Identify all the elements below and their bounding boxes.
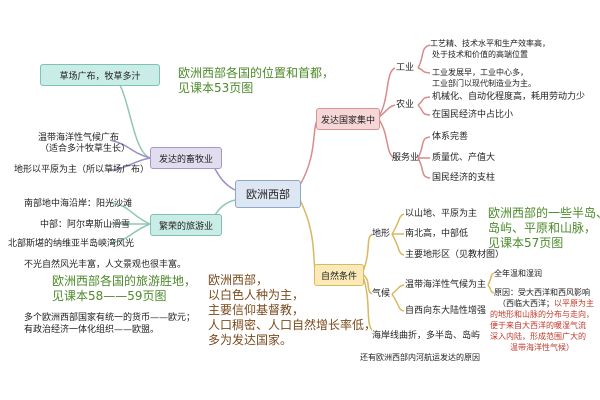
service-label: 服务业 <box>392 153 420 163</box>
service-item-1: 体系完善 <box>432 132 469 142</box>
agriculture-label: 农业 <box>396 100 415 110</box>
euro-line-1: 多个欧洲西部国家有统一的货币——欧元； <box>24 313 196 323</box>
industry-item-4: 工业部门以现代制造业为主。 <box>432 79 536 88</box>
euro-line-2: 有政治经济一体化组织——欧盟。 <box>24 325 160 335</box>
coast-item: 海岸线曲折，多半岛、岛屿 <box>372 331 481 341</box>
industry-label: 工业 <box>396 63 415 73</box>
reason-line-3: 地形以平原为主（所以草场广布） <box>14 165 150 175</box>
terrain-item-1: 以山地、平原为主 <box>405 209 478 219</box>
industry-item-3: 工业发展早，工业中心多， <box>432 68 528 77</box>
reason-detail-2: 的地形和山脉的分布与走向， <box>490 310 594 319</box>
climate-item-1: 温带海洋性气候为主 <box>405 280 487 290</box>
nature-node: 自然条件 <box>314 264 364 286</box>
reason-line-1: 温带海洋性气候广布 <box>38 133 120 143</box>
terrain-label: 地形 <box>372 229 391 239</box>
tourism-north: 北部斯堪的纳维亚半岛峡湾风光 <box>8 239 135 249</box>
tourism-node: 繁荣的旅游业 <box>150 214 222 236</box>
climate-item-2: 自西向东大陆性增强 <box>405 306 487 316</box>
terrain-item-3: 主要地形区（见教材图） <box>405 250 505 260</box>
note-tourist-sites: 欧洲西部各国的旅游胜地，见课本58——59页图 <box>52 274 197 303</box>
center-topic: 欧洲西部 <box>235 180 301 208</box>
reason-detail-5: 温带海洋性气候） <box>510 343 574 352</box>
climate-note-2: 原因：受大西洋和西风影响 <box>494 288 590 297</box>
reason-detail-4: 深入内陆，形成范围广大的 <box>490 332 586 341</box>
note-peninsulas: 欧洲西部的一些半岛、岛屿、平原和山脉，见课本57页图 <box>488 206 600 250</box>
note-positions: 欧洲西部各国的位置和首都，见课本53页图 <box>178 66 335 95</box>
industry-item-1: 工艺精、技术水平和生产效率高， <box>430 39 550 48</box>
pasture-node: 草场广布，牧草多汁 <box>40 64 160 86</box>
agri-item-2: 在国民经济中占比小 <box>432 110 514 120</box>
agri-item-1: 机械化、自动化程度高，耗用劳动力少 <box>432 92 586 102</box>
developed-node: 发达国家集中 <box>316 108 380 130</box>
industry-item-2: 处于技术和价值的高端位置 <box>432 50 528 59</box>
climate-label: 气候 <box>372 289 391 299</box>
service-item-3: 国民经济的支柱 <box>432 173 496 183</box>
service-item-2: 质量优、产值大 <box>432 153 496 163</box>
terrain-item-2: 南北高，中部低 <box>405 229 469 239</box>
reason-detail-3: 便于来自大西洋的暖湿气流 <box>490 321 586 330</box>
bottom-note: 还有欧洲西部内河航运发达的原因 <box>360 353 480 362</box>
reason-line-2: （适合多汁牧草生长） <box>40 144 131 154</box>
reason-detail-1: （西临大西洋；以平原为主 <box>498 299 594 308</box>
climate-note-1: 全年温和湿润 <box>494 269 542 278</box>
note-population: 欧洲西部，以白色人种为主，主要信仰基督教，人口稠密、人口自然增长率低，多为发达国… <box>208 273 377 347</box>
tourism-central: 中部：阿尔卑斯山滑雪 <box>40 220 131 230</box>
husbandry-node: 发达的畜牧业 <box>150 147 222 169</box>
tourism-note: 不光自然风光丰富，人文景观也很丰富。 <box>24 260 187 270</box>
tourism-south: 南部地中海沿岸：阳光沙滩 <box>24 199 133 209</box>
